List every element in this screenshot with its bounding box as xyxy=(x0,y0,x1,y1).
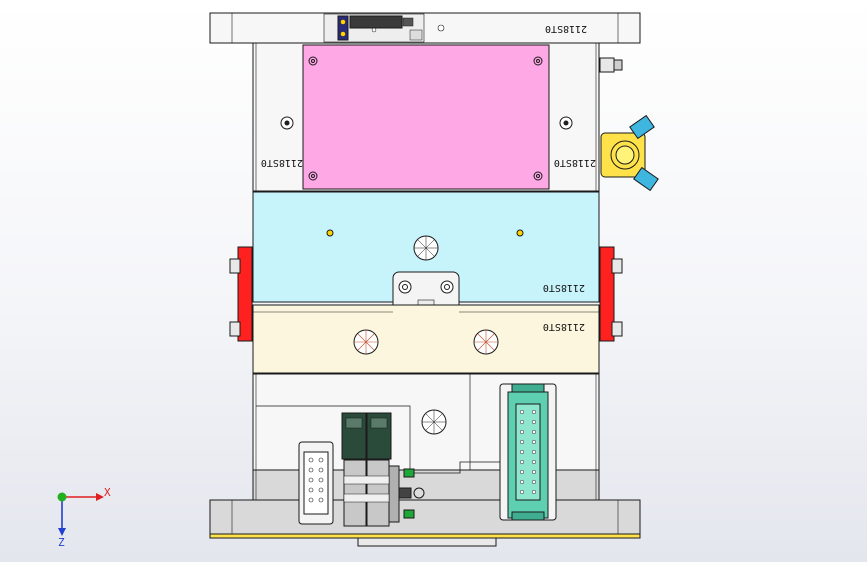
part-code-label-left: 2118ST0 xyxy=(261,157,303,168)
electrical-connector-right[interactable] xyxy=(499,383,557,521)
electrical-connector-left[interactable] xyxy=(298,441,334,525)
axis-triad xyxy=(57,492,104,536)
part-code-label-right: 2118ST0 xyxy=(554,157,596,168)
part-code-label: 2118ST0 xyxy=(545,23,587,34)
latch-lock-left[interactable] xyxy=(229,246,253,342)
cream-core-plate[interactable] xyxy=(252,304,600,374)
axis-z-label: Z xyxy=(58,536,65,549)
axis-x-label: X xyxy=(104,486,111,499)
top-clamp-plate[interactable] xyxy=(209,12,641,44)
part-code-label-cream: 2118ST0 xyxy=(543,321,585,332)
cream-plate-features xyxy=(353,329,499,355)
latch-lock-right[interactable] xyxy=(599,246,623,342)
top-side-pin xyxy=(599,57,623,73)
cyan-plate-features xyxy=(326,229,524,261)
pink-plate-screws xyxy=(280,56,573,181)
air-tube xyxy=(414,461,500,474)
connector-pins xyxy=(519,409,537,495)
part-code-label-cyan: 2118ST0 xyxy=(543,282,585,293)
pink-cavity-insert[interactable] xyxy=(302,44,550,190)
bottom-clamp-plate[interactable] xyxy=(209,499,641,547)
solenoid-valve-bank[interactable] xyxy=(341,412,425,527)
cooling-water-fitting[interactable] xyxy=(600,114,659,192)
sensor-block xyxy=(337,15,349,41)
